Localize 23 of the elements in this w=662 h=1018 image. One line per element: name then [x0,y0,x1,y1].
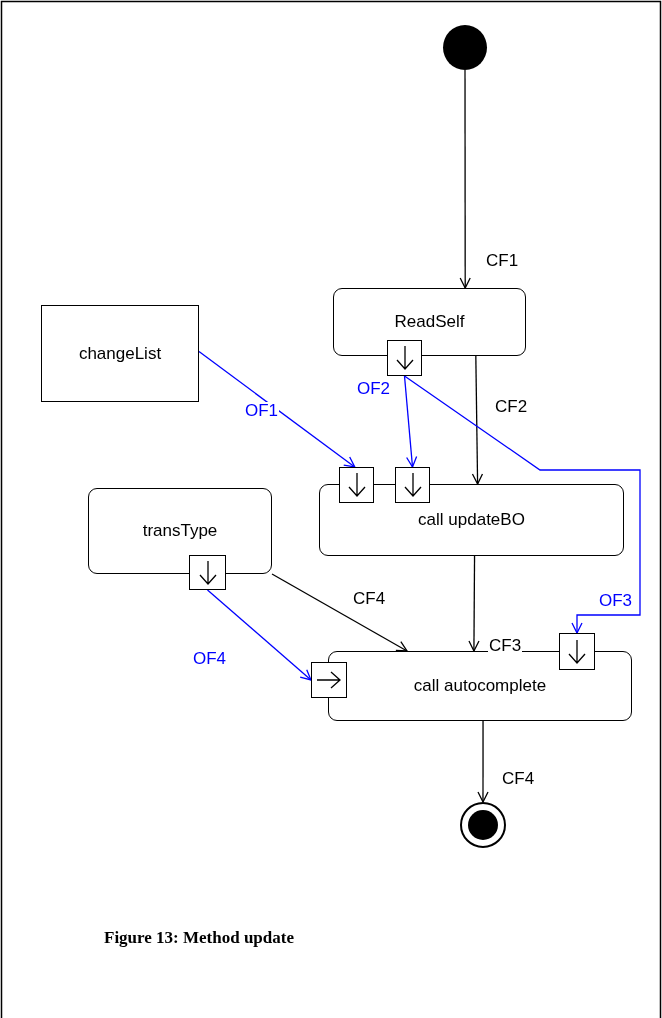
node-label: transType [142,521,218,541]
initial-node [443,25,487,70]
arrow [271,573,408,652]
action-box [328,651,632,721]
arrow [468,555,480,652]
arrow [471,355,484,485]
arrow [403,375,641,634]
action-box [88,488,272,574]
final-node [460,802,506,848]
edge-label: CF3 [488,637,523,655]
arrow [477,720,489,803]
figure-caption: Figure 13: Method update [104,928,294,948]
arrow [198,350,356,468]
node-label: ReadSelf [394,312,465,332]
arrow [206,589,312,681]
action-box [319,484,624,556]
object-box [41,305,199,402]
node-label: call updateBO [418,510,525,530]
node-label: changeList [78,343,162,364]
arrow [459,69,471,289]
arrow [403,375,418,468]
action-box [333,288,526,356]
node-label: call autocomplete [413,676,547,696]
